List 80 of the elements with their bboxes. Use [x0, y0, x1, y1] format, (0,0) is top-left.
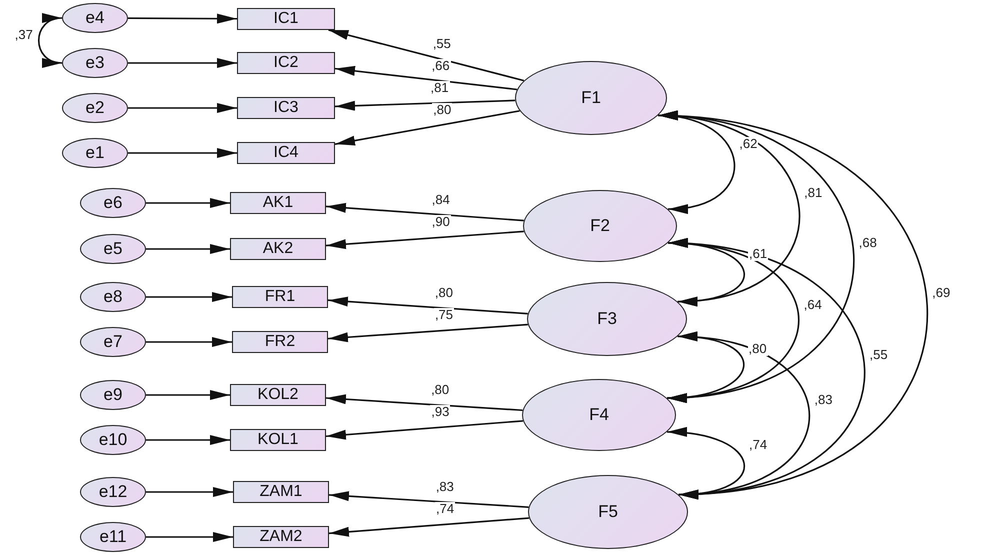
error-term-ellipse: e10: [80, 425, 146, 455]
arrow: [328, 296, 528, 314]
edge-label: ,37: [14, 28, 34, 42]
arrow: [146, 532, 233, 542]
arrow: [146, 198, 230, 208]
edge-label: ,80: [432, 102, 452, 117]
arrow: [328, 517, 530, 537]
arrow: [128, 14, 237, 24]
error-term-ellipse: e4: [62, 3, 128, 33]
error-term-ellipse: e1: [62, 138, 128, 168]
edge-label: ,83: [434, 480, 455, 494]
edge-label: ,66: [430, 58, 451, 73]
curved-arrow: [666, 428, 745, 498]
edge-label: ,93: [430, 405, 450, 420]
observed-variable-box: ZAM2: [233, 526, 329, 548]
error-term-ellipse: e5: [80, 234, 146, 264]
arrow: [328, 491, 529, 508]
arrow: [128, 58, 237, 68]
arrow: [328, 29, 524, 82]
observed-variable-box: AK1: [230, 192, 326, 214]
edge-label: ,55: [868, 348, 889, 362]
latent-variable-ellipse: F1: [515, 61, 667, 135]
observed-variable-box: IC3: [237, 97, 335, 119]
observed-variable-box: KOL2: [230, 384, 326, 406]
latent-variable-ellipse: F5: [528, 475, 688, 549]
edge-label: ,55: [432, 37, 452, 52]
arrow: [146, 435, 230, 445]
error-term-ellipse: e3: [62, 48, 128, 78]
edge-label: ,90: [430, 215, 451, 230]
latent-variable-ellipse: F4: [522, 379, 676, 451]
latent-variable-ellipse: F3: [527, 282, 687, 356]
error-term-ellipse: e6: [80, 188, 146, 218]
edge-label: ,81: [429, 80, 450, 95]
arrow: [146, 337, 232, 347]
arrow: [146, 487, 233, 497]
observed-variable-box: IC4: [237, 142, 335, 164]
arrow: [328, 324, 528, 342]
arrow: [326, 394, 523, 412]
observed-variable-box: IC1: [237, 8, 335, 30]
edge-label: ,69: [931, 286, 952, 300]
error-term-ellipse: e7: [80, 327, 146, 357]
edge-label: ,81: [803, 186, 824, 200]
edge-label: ,62: [738, 137, 758, 152]
curved-arrow: [38, 16, 62, 66]
arrow: [128, 103, 237, 113]
latent-variable-ellipse: F2: [523, 190, 677, 262]
curved-arrow: [658, 112, 928, 498]
edge-label: ,61: [748, 247, 768, 262]
error-term-ellipse: e9: [80, 380, 146, 410]
edge-label: ,83: [813, 392, 834, 406]
error-term-ellipse: e8: [80, 282, 146, 312]
edge-label: ,75: [434, 308, 454, 322]
error-term-ellipse: e11: [80, 522, 146, 552]
curved-arrow: [668, 240, 866, 498]
edge-label: ,74: [435, 502, 456, 516]
arrow: [146, 244, 230, 254]
observed-variable-box: KOL1: [230, 429, 326, 451]
edge-label: ,80: [748, 342, 768, 356]
arrow: [128, 148, 237, 158]
edge-label: ,68: [858, 236, 878, 250]
arrow: [334, 110, 520, 146]
arrow: [146, 390, 230, 400]
arrow: [326, 420, 524, 440]
observed-variable-box: FR2: [232, 331, 328, 353]
arrow: [146, 292, 232, 302]
edge-label: ,64: [802, 298, 823, 312]
error-term-ellipse: e12: [80, 477, 146, 507]
edge-label: ,80: [434, 286, 454, 300]
arrow: [326, 230, 524, 250]
observed-variable-box: IC2: [237, 52, 335, 74]
observed-variable-box: FR1: [232, 286, 328, 308]
arrow: [326, 202, 524, 222]
edge-label: ,80: [430, 383, 450, 398]
observed-variable-box: ZAM1: [233, 481, 329, 503]
edge-label: ,74: [748, 438, 768, 452]
edge-label: ,84: [430, 192, 451, 207]
observed-variable-box: AK2: [230, 238, 326, 260]
error-term-ellipse: e2: [62, 93, 128, 123]
arrow: [334, 100, 516, 111]
arrow: [334, 66, 518, 90]
